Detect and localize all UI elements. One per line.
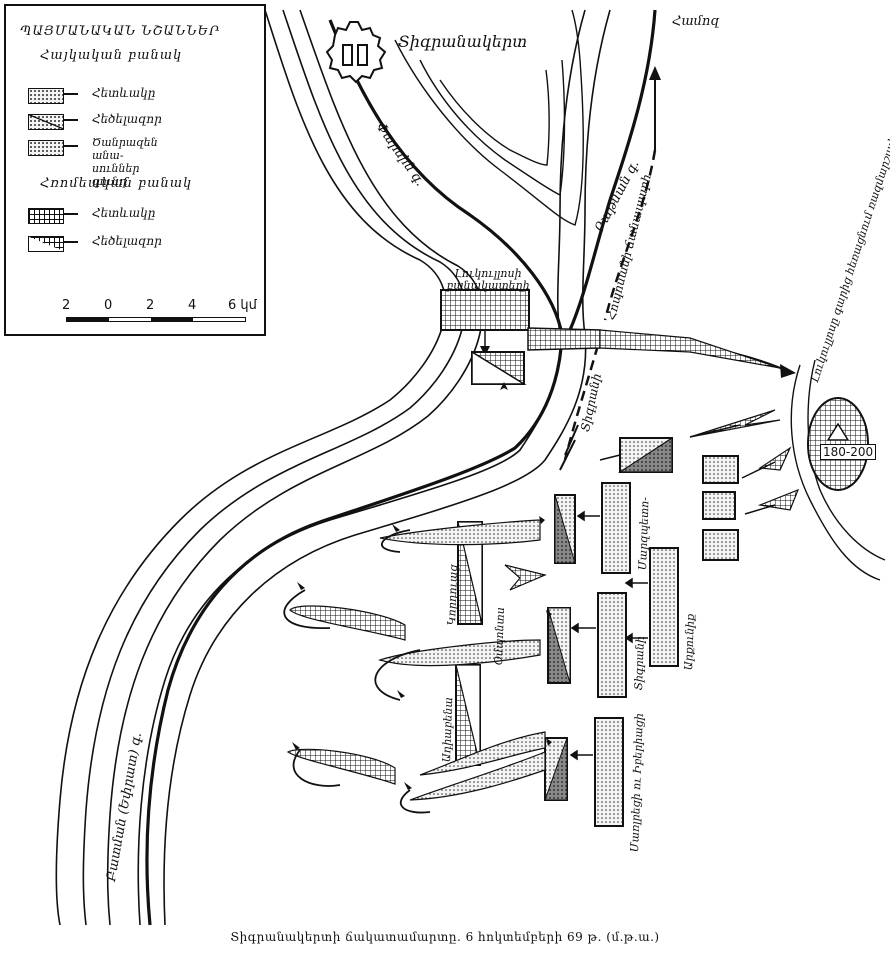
flag-marks [292,382,552,790]
map-caption: Տիգրանակերտի ճակատամարտը. 6 հոկտեմբերի 6… [230,930,660,944]
road-ticks [559,424,579,471]
dots-diagonal-swatch-icon [28,114,64,130]
retreat-arrows [283,529,431,814]
scale-tick: 2 [62,298,71,313]
unit-label: Ադիաբենա [440,696,456,763]
legend-roman-heading: Հռոմեական բանակ [40,176,193,191]
scale-tick: 6 կմ [228,298,257,313]
roman-flank-march [527,327,796,378]
armenian-cavalry-wedges [286,519,547,801]
armenian-cavalry-blocks [544,494,576,801]
enemy-strength-label: 180-200 [820,444,877,460]
unit-label: Մարզպետո- [636,496,652,571]
legend-armenian-heading: Հայկական բանակ [40,48,183,63]
scale-tick: 4 [188,298,197,313]
hill-contours [394,9,584,226]
roads [563,149,657,461]
legend-label: Հետևակը [92,86,156,100]
scale-segment [151,318,193,321]
dots-swatch-icon [28,88,64,104]
scale-bar [66,317,246,322]
arrow-icon [64,93,78,95]
unit-label: Տիգրանի [632,635,647,691]
north-road-arrow [649,66,661,150]
scale-tick: 2 [146,298,155,313]
grid-swatch-icon [28,208,64,224]
legend-title: ՊԱՅՄԱՆԱԿԱՆ ՆՇԱՆՆԵՐ [20,24,221,39]
river-banks [55,9,611,926]
right-hill [790,359,886,581]
roman-camp [440,289,530,331]
arrow-icon [64,145,78,147]
grid-diagonal-swatch-icon [28,236,64,252]
rivers [145,9,657,926]
armenian-infantry-columns [594,482,679,827]
roman-camp-label: Լուկուլլոսի բանակատեղի [446,267,530,292]
arrow-icon [64,119,78,121]
legend: ՊԱՅՄԱՆԱԿԱՆ ՆՇԱՆՆԵՐ Հայկական բանակ Հետևակ… [4,4,266,336]
unit-label: Արքունիք [682,613,697,671]
scale-tick: 0 [104,298,113,313]
roman-cavalry-reserve [471,350,527,385]
legend-label: Հեծելազոր [92,234,162,248]
unit-label: Օմպոնտս [492,606,508,666]
city-label: Տիգրանակերտ [398,32,528,51]
dots-bar-swatch-icon [28,140,64,156]
armenian-heavy-units [702,455,739,561]
north-road-label: Համոզ [672,14,720,29]
legend-label: Հետևակը [92,206,156,220]
advance-arrows [569,454,648,761]
scale-segment [67,318,109,321]
arrow-icon [64,213,78,215]
roman-attack-arrows [689,409,800,515]
city-icon [325,21,387,84]
unit-label: Կորդուաց [445,564,461,626]
arrow-icon [64,241,78,243]
armenian-cavalry-square [617,436,673,473]
legend-label: Հեծելազոր [92,112,162,126]
legend-label: Ծանրազեն անա- սուններ գունդ [92,136,158,188]
